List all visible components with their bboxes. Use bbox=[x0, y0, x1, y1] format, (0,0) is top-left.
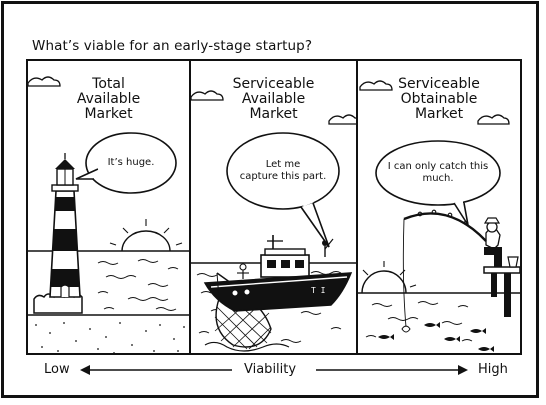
sun-icon bbox=[121, 230, 171, 252]
panel-serviceable-obtainable-market: Serviceable Obtainable Market I can only… bbox=[358, 61, 520, 353]
panel-total-available-market: Total Available Market It’s huge. bbox=[28, 61, 191, 353]
page-title: What’s viable for an early-stage startup… bbox=[32, 38, 313, 54]
speech-bubble bbox=[375, 140, 501, 206]
speech-text-sam: Let me capture this part. bbox=[239, 159, 327, 182]
fisherman-scene bbox=[358, 80, 520, 352]
speech-text-tam: It’s huge. bbox=[107, 157, 155, 168]
cloud-icon bbox=[477, 114, 510, 125]
fishing-net bbox=[215, 298, 272, 348]
cloud-icon bbox=[28, 76, 61, 87]
fish-icon bbox=[378, 334, 394, 340]
axis-arrow bbox=[80, 365, 468, 375]
axis-low-label: Low bbox=[44, 362, 70, 377]
fishing-rod bbox=[403, 212, 487, 242]
sun-icon bbox=[361, 270, 407, 294]
lighthouse-scene bbox=[28, 76, 189, 353]
speech-bubble bbox=[226, 132, 340, 210]
axis-center-label: Viability bbox=[244, 362, 297, 377]
panel-title-tam: Total Available Market bbox=[76, 76, 141, 122]
panel-title-sam: Serviceable Available Market bbox=[232, 76, 315, 122]
viability-axis: Low Viability High bbox=[26, 356, 522, 386]
comic-frame: What’s viable for an early-stage startup… bbox=[1, 1, 539, 398]
cloud-icon bbox=[328, 114, 356, 125]
svg-text:T I: T I bbox=[311, 286, 326, 295]
fish-icon bbox=[424, 322, 440, 328]
boat-hull bbox=[203, 272, 353, 312]
speech-bubble bbox=[85, 132, 177, 194]
trawler-scene: T I bbox=[191, 90, 356, 352]
panel-strip: Total Available Market It’s huge. bbox=[26, 59, 522, 355]
cloud-icon bbox=[191, 90, 224, 101]
axis-high-label: High bbox=[478, 362, 508, 377]
panel-serviceable-available-market: T I Serviceable Available bbox=[191, 61, 358, 353]
panel-title-som: Serviceable Obtainable Market bbox=[398, 76, 480, 122]
cloud-icon bbox=[359, 80, 393, 91]
fish-icon bbox=[478, 346, 494, 352]
fish-icon bbox=[470, 328, 486, 334]
fish-icon bbox=[444, 336, 460, 342]
speech-text-som: I can only catch this much. bbox=[387, 161, 489, 184]
